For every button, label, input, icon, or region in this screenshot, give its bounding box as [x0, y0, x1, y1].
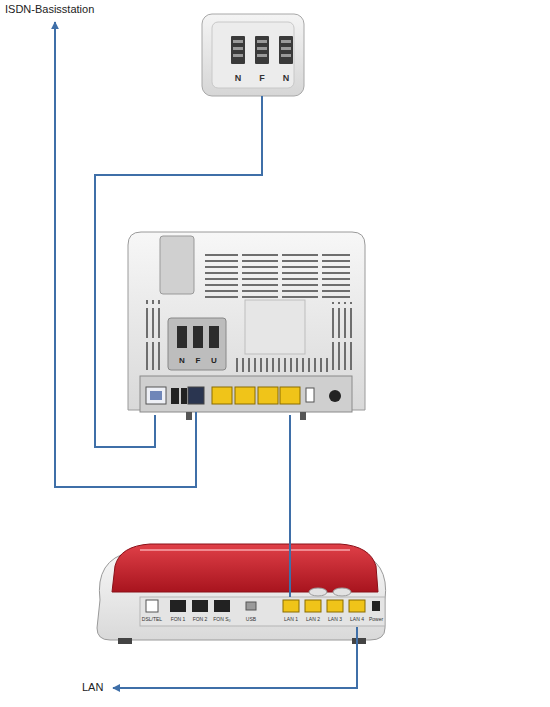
- isdn-router-part: [160, 236, 194, 294]
- cable-destination-label: LAN: [82, 682, 103, 693]
- isdn-router-part: [329, 390, 341, 402]
- dsl-router-part: [283, 600, 299, 612]
- port-label: LAN 3: [328, 617, 342, 622]
- tae-wall-socket-part: [281, 47, 291, 50]
- isdn-router-part: [146, 387, 166, 404]
- port-label: FON S₀: [213, 617, 230, 622]
- dsl-router-part: [140, 549, 350, 551]
- cable-connector: [289, 415, 291, 597]
- isdn-router-node: NFU: [128, 230, 365, 415]
- port-label: LAN 1: [284, 617, 298, 622]
- isdn-router-part: [193, 326, 203, 348]
- dsl-router-part: [246, 602, 256, 610]
- tae-wall-socket-part: [257, 54, 267, 57]
- port-label: FON 1: [171, 617, 186, 622]
- isdn-router-part: [177, 326, 187, 348]
- isdn-router-part: [209, 326, 219, 348]
- tae-wall-socket-part: [231, 36, 245, 64]
- isdn-router-part: [300, 412, 306, 420]
- dsl-router-port-panel: DSL/TEL FON 1 FON 2 FON S₀ USB LAN 1 LAN 2 LAN …: [140, 597, 385, 626]
- jack-letter: N: [179, 357, 185, 365]
- isdn-router-part: [144, 300, 162, 370]
- tae-wall-socket: [202, 14, 304, 96]
- tae-socket-node: NFN: [202, 14, 304, 96]
- isdn-router-part: [306, 388, 314, 402]
- cable-connector: [95, 96, 262, 447]
- isdn-router-part: [205, 250, 350, 298]
- tae-wall-socket-part: [281, 54, 291, 57]
- isdn-router-part: [232, 358, 328, 372]
- tae-wall-socket-part: [202, 14, 304, 96]
- port-label: FON 2: [193, 617, 208, 622]
- cable-lines: [55, 22, 357, 688]
- isdn-router-part: [181, 388, 187, 404]
- lan-cable: [113, 627, 357, 688]
- port-label: USB: [246, 617, 256, 622]
- dsl-router-part: [333, 588, 351, 596]
- tae-wall-socket-part: [233, 54, 243, 57]
- isdn-router-part: [168, 318, 226, 370]
- tae-wall-socket-part: [279, 36, 293, 64]
- dsl-router-part: [352, 638, 366, 644]
- dsl-router-part: [118, 638, 132, 644]
- isdn-router-part: [186, 412, 192, 420]
- isdn-cable: [55, 22, 196, 487]
- port-label: DSL/TEL: [142, 617, 162, 622]
- cable-destination-label: ISDN-Basisstation: [5, 4, 94, 15]
- dsl-router-part: [305, 600, 321, 612]
- dsl-router-part: [112, 544, 378, 592]
- dsl-router-part: [214, 600, 230, 612]
- isdn-router-part: [212, 387, 232, 404]
- isdn-router-part: [188, 387, 204, 404]
- jack-letter: N: [235, 74, 242, 83]
- dsl-router-part: [192, 600, 208, 612]
- jack-letter: N: [283, 74, 290, 83]
- jack-letter: F: [196, 357, 201, 365]
- dsl-router-part: [372, 601, 380, 611]
- dsl-router-part: [327, 600, 343, 612]
- dsl-router-part: [349, 600, 365, 612]
- port-label: Power: [369, 617, 383, 622]
- tae-wall-socket-part: [281, 40, 291, 43]
- isdn-router-part: [171, 388, 179, 404]
- isdn-router-part: [140, 376, 352, 412]
- port-label: LAN 4: [350, 617, 364, 622]
- tae-wall-socket-part: [255, 36, 269, 64]
- isdn-router-part: [235, 387, 255, 404]
- isdn-router-part: [150, 391, 162, 400]
- dsl-router-part: [170, 600, 186, 612]
- isdn-router-part: [330, 302, 354, 370]
- dsl-router-part: [140, 597, 385, 626]
- dsl-router-part: [146, 600, 158, 612]
- isdn-router-part: [258, 387, 278, 404]
- jack-letter: F: [259, 74, 265, 83]
- tae-wall-socket-part: [233, 47, 243, 50]
- port-label: LAN 2: [306, 617, 320, 622]
- jack-letter: U: [211, 357, 217, 365]
- isdn-router: [128, 232, 365, 420]
- isdn-router-part: [245, 300, 305, 354]
- tae-wall-socket-part: [257, 47, 267, 50]
- isdn-router-part: [280, 387, 300, 404]
- tae-wall-socket-part: [257, 40, 267, 43]
- dsl-router-part: [309, 588, 327, 596]
- tae-wall-socket-part: [212, 22, 294, 88]
- dsl-router: [97, 544, 386, 644]
- tae-wall-socket-part: [233, 40, 243, 43]
